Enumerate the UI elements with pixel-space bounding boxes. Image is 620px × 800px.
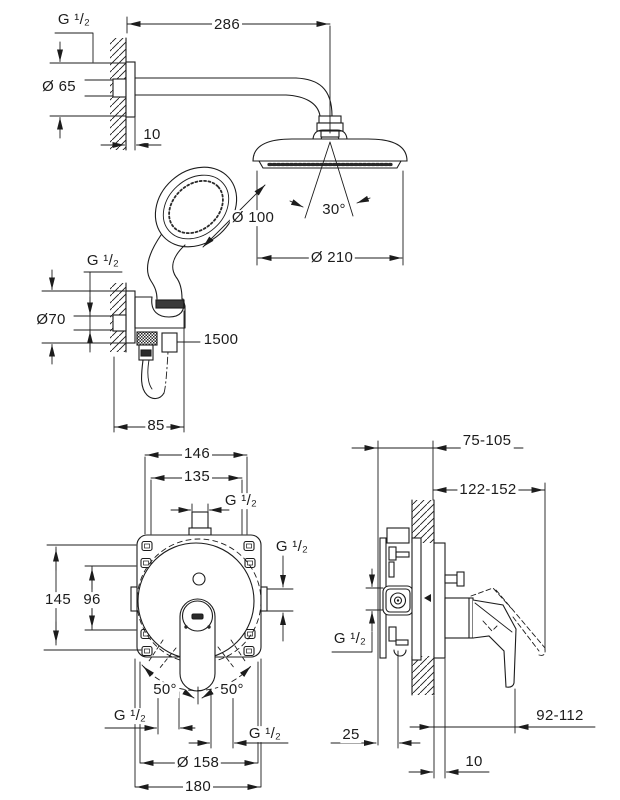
dim-arm-flange-diameter: Ø 65: [40, 78, 78, 96]
dim-side-thread: G ¹/₂: [273, 538, 311, 556]
dim-holder-thread: G ¹/₂: [84, 252, 122, 270]
dim-holder-flange-diameter: Ø70: [34, 311, 68, 329]
dim-top-thread: G ¹/₂: [222, 492, 260, 510]
dim-screw-inner-height: 96: [81, 591, 103, 609]
dim-body-depth: 25: [340, 726, 362, 744]
dim-wall-clearance: 10: [463, 753, 485, 771]
mixer-side-view: [379, 527, 546, 688]
dim-screw-inner-width: 135: [182, 468, 212, 486]
dim-plate-width: 180: [183, 778, 213, 796]
dim-swing-left: 50°: [151, 681, 179, 699]
dim-lever-range: 92-112: [534, 707, 586, 725]
head-shower-assembly: [84, 61, 408, 219]
dim-spray-angle: 30°: [320, 201, 348, 219]
dim-arm-thread: G ¹/₂: [55, 11, 93, 29]
dim-arm-flange-depth: 10: [141, 126, 163, 144]
dim-screw-outer-height: 145: [43, 591, 73, 609]
handle-swing-range: [141, 639, 253, 705]
dim-swing-right: 50°: [218, 681, 246, 699]
dim-hose-length: 1500: [201, 331, 241, 349]
mixer-front-view: [130, 511, 268, 705]
dim-inlet-thread: G ¹/₂: [331, 630, 369, 648]
dim-holder-offset: 85: [145, 417, 167, 435]
dim-head-diameter: Ø 210: [308, 249, 356, 267]
dim-arm-reach: 286: [212, 16, 242, 34]
dim-hand-shower-diameter: Ø 100: [229, 209, 277, 227]
dim-bottom-left-thread: G ¹/₂: [111, 707, 149, 725]
dim-install-depth-range: 75-105: [460, 432, 514, 450]
dim-bottom-right-thread: G ¹/₂: [246, 725, 284, 743]
dim-escutcheon-diameter: Ø 158: [174, 754, 222, 772]
hand-shower-assembly: [73, 166, 238, 400]
dim-screw-outer-width: 146: [182, 445, 212, 463]
lever-handle-front: [179, 598, 216, 692]
dim-reach-range: 122-152: [457, 481, 519, 499]
